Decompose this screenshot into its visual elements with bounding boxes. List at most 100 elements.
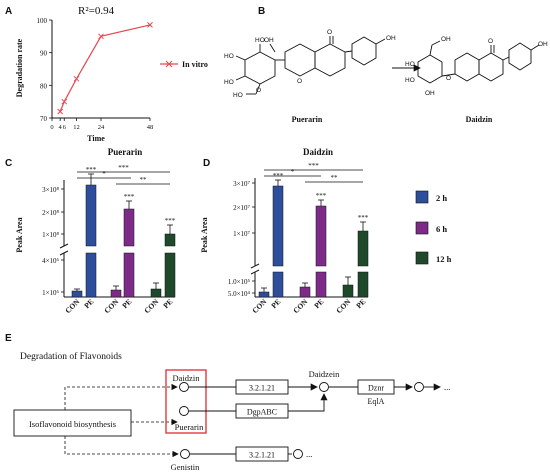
daidzein-node xyxy=(319,382,329,392)
category-label: CON xyxy=(63,297,82,316)
daidzin-oh-2: OH xyxy=(425,90,435,97)
dashed-to-genistin xyxy=(64,436,179,458)
legend-swatch-6h xyxy=(415,221,429,235)
bar-lower xyxy=(123,252,135,298)
y-axis-break-mark xyxy=(59,243,69,249)
panel-e: E Degradation of Flavonoids Isoflavonoid… xyxy=(5,333,450,472)
legend-swatch-12h xyxy=(415,251,429,265)
sig-label: *** xyxy=(124,193,135,201)
y-axis-break-mark xyxy=(59,250,69,256)
a-y-tick-label: 80 xyxy=(40,82,48,90)
panel-e-label: E xyxy=(5,333,12,344)
bar xyxy=(71,290,83,298)
r-squared-annotation: R²=0.94 xyxy=(78,5,115,17)
bar-upper xyxy=(123,208,135,247)
y-tick-label: 1×10⁶ xyxy=(42,289,59,297)
category-label: PE xyxy=(120,297,133,310)
y-tick-label: 2×10⁸ xyxy=(42,209,59,217)
genistin-product-node xyxy=(293,449,303,459)
enzyme-label-1: 3.2.1.21 xyxy=(249,384,275,393)
bar-upper xyxy=(272,185,284,267)
puerarin-node xyxy=(179,406,189,416)
a-y-tick-label: 70 xyxy=(40,115,48,123)
bar xyxy=(258,291,270,298)
puerarin-ho-1: HO xyxy=(255,37,265,44)
daidzin-structure xyxy=(417,40,540,84)
a-x-tick-label: 24 xyxy=(98,124,105,131)
sig-label: *** xyxy=(86,166,97,174)
daidzin-node-label: Daidzin xyxy=(173,373,201,383)
sig-bracket-label: ** xyxy=(331,174,339,182)
puerarin-ho-4: HO xyxy=(233,92,243,99)
downstream-ellipsis: ... xyxy=(444,382,450,392)
genistin-node xyxy=(180,449,190,459)
sig-label: *** xyxy=(358,214,369,222)
bar xyxy=(342,284,354,298)
puerarin-node-label: Puerarin xyxy=(175,422,205,432)
bar-legend: 2 h 6 h 12 h xyxy=(415,190,452,265)
legend-label-6h: 6 h xyxy=(436,224,447,234)
legend-label-12h: 12 h xyxy=(436,254,452,264)
panel-b-label: B xyxy=(258,6,265,17)
puerarin-ho-2: HO xyxy=(224,53,234,60)
daidzein-label: Daidzein xyxy=(309,369,340,379)
bar-upper xyxy=(85,184,97,247)
y-axis-break-mark xyxy=(250,269,260,275)
bar-upper xyxy=(315,205,327,267)
sig-bracket-label: * xyxy=(102,170,106,178)
a-x-tick-label: 6 xyxy=(63,124,67,131)
category-label: PE xyxy=(161,297,174,310)
a-y-tick-label: 90 xyxy=(40,50,48,58)
downstream-node xyxy=(414,382,424,392)
panel-d-label: D xyxy=(203,158,210,169)
daidzin-node xyxy=(179,382,189,392)
a-legend-label: In vitro xyxy=(182,60,208,69)
sig-bracket-label: * xyxy=(291,168,295,176)
a-data-point xyxy=(57,108,64,115)
daidzin-oh-1: OH xyxy=(441,36,451,43)
a-data-point xyxy=(61,98,68,105)
y-tick-label: 3×10⁸ xyxy=(42,186,59,194)
puerarin-ring-o: O xyxy=(297,78,302,85)
bar xyxy=(150,288,162,298)
panel-b: B HO HO HO HO OH OH O xyxy=(224,6,548,124)
highlight-box xyxy=(165,369,207,434)
bar-upper xyxy=(357,230,369,267)
a-y-tick-label: 100 xyxy=(37,17,48,25)
a-data-point xyxy=(147,22,153,28)
panel-d: D Daidzin Peak Area 5.0×10⁴1.0×10⁵1×10⁷2… xyxy=(200,147,369,315)
puerarin-carbonyl-o: O xyxy=(327,29,332,36)
bar-lower xyxy=(85,252,97,298)
enzyme-label-2: DgpABC xyxy=(247,408,277,417)
dashed-to-daidzin xyxy=(64,383,178,410)
panel-a-label: A xyxy=(5,6,12,17)
a-y-axis-label: Degradation rate xyxy=(15,38,24,97)
bar xyxy=(299,286,311,298)
category-label: CON xyxy=(142,297,161,316)
sig-label: *** xyxy=(165,217,176,225)
enzyme-label-4b: EqlA xyxy=(368,397,385,406)
daidzin-ho-1: HO xyxy=(405,61,415,68)
a-series-points xyxy=(57,22,153,115)
y-axis-break-mark xyxy=(250,263,260,269)
enzyme-label-4: Dznr xyxy=(368,384,384,393)
daidzin-glycoside-o: O xyxy=(446,75,451,82)
sig-bracket-label: *** xyxy=(308,162,319,170)
puerarin-oh-1: OH xyxy=(264,37,274,44)
panel-c-label: C xyxy=(5,158,12,169)
sig-bracket-label: ** xyxy=(140,176,148,184)
puerarin-oh-2: OH xyxy=(386,35,396,42)
y-tick-label: 3×10⁷ xyxy=(233,180,250,188)
sig-bracket-label: *** xyxy=(118,164,129,172)
a-x-axis-label: Time xyxy=(87,134,105,143)
y-tick-label: 1×10⁷ xyxy=(233,230,250,238)
c-y-axis-label: Peak Area xyxy=(15,217,24,252)
puerarin-sugar-o: O xyxy=(256,87,261,94)
daidzin-oh-3: OH xyxy=(538,41,548,48)
a-x-tick-label: 12 xyxy=(73,124,80,131)
isoflavonoid-label: Isoflavonoid biosynthesis xyxy=(29,419,116,429)
pathway-title: Degradation of Flavonoids xyxy=(20,351,122,362)
a-legend-marker xyxy=(165,60,173,68)
